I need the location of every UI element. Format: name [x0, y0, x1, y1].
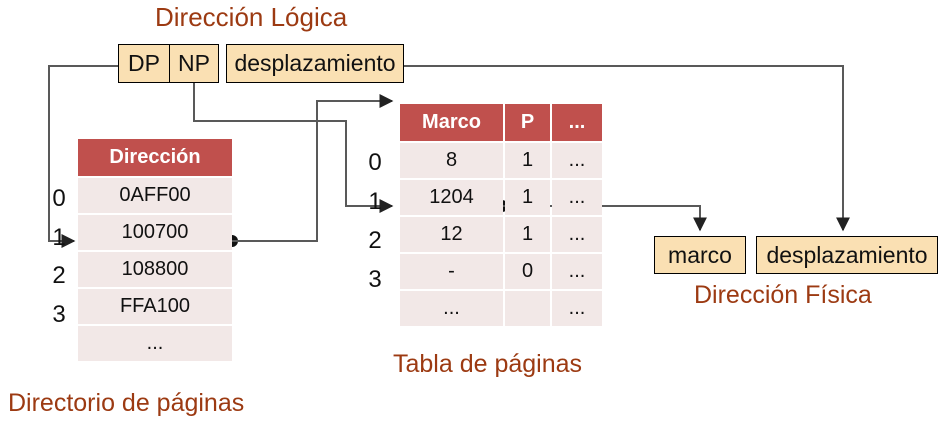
table-row: 108800	[78, 252, 232, 287]
column-header-marco: Marco	[400, 104, 503, 141]
logical-field-desplazamiento: desplazamiento	[226, 44, 404, 83]
page-table: Marco P ... 8 1 ... 1204 1 ... 12 1 ...	[398, 102, 604, 328]
physical-field-desplazamiento: desplazamiento	[756, 236, 938, 274]
table-row: - 0 ...	[400, 254, 602, 289]
column-header-p: P	[505, 104, 550, 141]
cell-direccion: 100700	[78, 215, 232, 250]
cell-marco: 8	[400, 143, 503, 178]
cell-p: 1	[505, 143, 550, 178]
table-row: ...	[78, 326, 232, 361]
cell-marco-ellipsis: ...	[400, 291, 503, 326]
pagetable-row-index-3: 3	[368, 266, 382, 293]
pagetable-row-index-1: 1	[368, 188, 382, 215]
logical-address-caption: Dirección Lógica	[155, 2, 348, 32]
table-row: 0AFF00	[78, 178, 232, 213]
logical-field-dp: DP	[118, 44, 170, 83]
cell-ellipsis: ...	[552, 254, 602, 289]
physical-field-marco: marco	[654, 236, 746, 274]
cell-direccion-ellipsis: ...	[78, 326, 232, 361]
table-row: 8 1 ...	[400, 143, 602, 178]
table-row: 12 1 ...	[400, 217, 602, 252]
cell-marco: 1204	[400, 180, 503, 215]
table-row: 100700	[78, 215, 232, 250]
cell-p: 1	[505, 217, 550, 252]
column-header-ellipsis: ...	[552, 104, 602, 141]
cell-ellipsis: ...	[552, 180, 602, 215]
cell-p-empty	[505, 291, 550, 326]
directory-row-index-0: 0	[52, 185, 66, 212]
cell-ellipsis: ...	[552, 291, 602, 326]
directory-row-index-2: 2	[52, 262, 66, 289]
cell-direccion: FFA100	[78, 289, 232, 324]
table-header-row: Dirección	[78, 139, 232, 176]
table-row: FFA100	[78, 289, 232, 324]
page-directory-caption: Directorio de páginas	[8, 389, 245, 417]
table-row: ... ...	[400, 291, 602, 326]
cell-direccion: 108800	[78, 252, 232, 287]
page-table-caption: Tabla de páginas	[393, 350, 583, 378]
column-header-direccion: Dirección	[78, 139, 232, 176]
directory-row-index-1: 1	[52, 224, 66, 251]
cell-ellipsis: ...	[552, 143, 602, 178]
pagetable-row-index-0: 0	[368, 149, 382, 176]
cell-p: 0	[505, 254, 550, 289]
cell-p: 1	[505, 180, 550, 215]
table-row: 1204 1 ...	[400, 180, 602, 215]
cell-direccion: 0AFF00	[78, 178, 232, 213]
directory-row-index-3: 3	[52, 301, 66, 328]
cell-marco: -	[400, 254, 503, 289]
physical-address-caption: Dirección Física	[694, 281, 872, 309]
cell-marco: 12	[400, 217, 503, 252]
cell-ellipsis: ...	[552, 217, 602, 252]
logical-field-np: NP	[169, 44, 219, 83]
table-header-row: Marco P ...	[400, 104, 602, 141]
page-directory-table: Dirección 0AFF00 100700 108800 FFA100 ..…	[76, 137, 234, 363]
pagetable-row-index-2: 2	[368, 227, 382, 254]
